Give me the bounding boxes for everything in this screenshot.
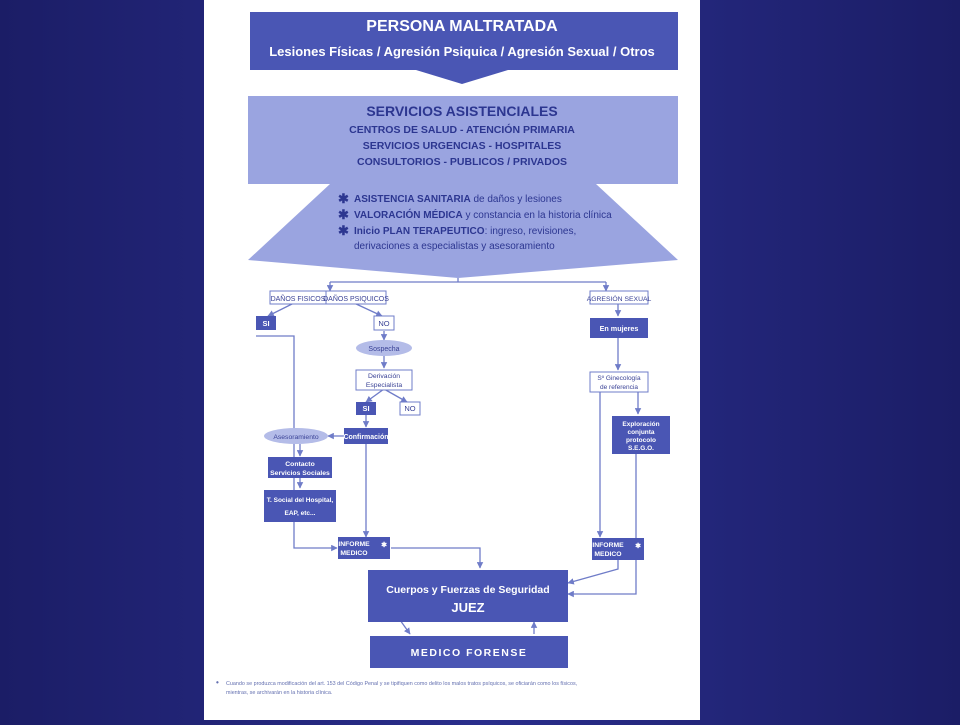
footnote: • Cuando se produzca modificación del ar… <box>216 678 578 696</box>
sospecha-ellipse <box>356 340 412 356</box>
si-label: SI <box>262 319 269 328</box>
confirmacion-label: Confirmación <box>343 434 388 441</box>
services-line-2: SERVICIOS URGENCIAS - HOSPITALES <box>363 140 562 152</box>
danos-psiquicos-label: DAÑOS PSIQUICOS <box>323 294 389 303</box>
right-branch: AGRESIÓN SEXUAL En mujeres Sº Ginecologí… <box>587 290 670 560</box>
juez-box: Cuerpos y Fuerzas de Seguridad JUEZ <box>368 570 568 622</box>
informe-right-label-2: MEDICO <box>594 551 621 558</box>
juez-line-1: Cuerpos y Fuerzas de Seguridad <box>386 584 549 596</box>
agresion-sexual-box <box>589 290 649 305</box>
si-box <box>256 316 276 330</box>
services-bullet-3: Inicio PLAN TERAPEUTICO: ingreso, revisi… <box>354 226 576 237</box>
forense-label: MEDICO FORENSE <box>411 647 528 659</box>
informe-left-label-2: MEDICO <box>340 550 367 557</box>
services-line-1: CENTROS DE SALUD - ATENCIÓN PRIMARIA <box>349 123 575 136</box>
asesoramiento-label: Asesoramiento <box>273 434 319 441</box>
top-box-subtitle: Lesiones Físicas / Agresión Psiquica / A… <box>269 44 655 59</box>
exploracion-label-4: S.E.G.O. <box>628 445 654 452</box>
contacto-label-2: Servicios Sociales <box>270 470 330 477</box>
en-mujeres-box <box>590 318 648 338</box>
no2-label: NO <box>404 404 415 413</box>
derivacion-label-2: Especialista <box>366 382 402 389</box>
top-box: PERSONA MALTRATADA Lesiones Físicas / Ag… <box>250 12 678 84</box>
agresion-sexual-label: AGRESIÓN SEXUAL <box>587 294 652 303</box>
si2-label: SI <box>362 404 369 413</box>
asterisk-icon: ✱ <box>635 542 641 550</box>
top-box-title: PERSONA MALTRATADA <box>366 18 558 35</box>
services-title: SERVICIOS ASISTENCIALES <box>366 103 557 119</box>
juez-box-bg <box>368 570 568 622</box>
informe-medico-right-box <box>592 538 644 560</box>
flowchart-diagram: PERSONA MALTRATADA Lesiones Físicas / Ag… <box>216 12 678 696</box>
no2-box <box>399 401 421 416</box>
top-box-arrow <box>416 70 508 84</box>
contacto-box <box>268 457 332 478</box>
en-mujeres-label: En mujeres <box>600 324 639 333</box>
no-label: NO <box>378 319 389 328</box>
exploracion-box <box>612 416 670 454</box>
forense-box: MEDICO FORENSE <box>370 636 568 668</box>
bullet-star-icon: ✱ <box>338 223 349 238</box>
footnote-line-2: mientras, se archivarán en la historia c… <box>226 690 332 696</box>
bullet-star-icon: ✱ <box>338 207 349 222</box>
danos-box <box>269 290 387 305</box>
exploracion-label-3: protocolo <box>626 437 656 444</box>
services-bullet-2: VALORACIÓN MÉDICA y constancia en la his… <box>354 208 612 221</box>
services-line-3: CONSULTORIOS - PUBLICOS / PRIVADOS <box>357 156 567 168</box>
social-box <box>264 490 336 522</box>
ginecologia-box <box>589 371 649 393</box>
ginecologia-label-2: de referencia <box>600 384 638 391</box>
social-label-2: EAP, etc... <box>285 510 316 517</box>
informe-left-label-1: INFORME <box>338 541 370 548</box>
forense-box-bg <box>370 636 568 668</box>
derivacion-box <box>355 369 413 391</box>
si2-box <box>356 402 376 415</box>
left-branch: DAÑOS FISICOS DAÑOS PSIQUICOS SI NO Sosp… <box>256 290 421 559</box>
services-box-bg <box>248 96 678 278</box>
asesoramiento-ellipse <box>264 428 328 444</box>
flowchart-page: PERSONA MALTRATADA Lesiones Físicas / Ag… <box>204 0 700 720</box>
services-bullet-1: ASISTENCIA SANITARIA de daños y lesiones <box>354 194 562 205</box>
exploracion-label-1: Exploración <box>622 421 659 428</box>
derivacion-label-1: Derivación <box>368 373 400 380</box>
exploracion-label-2: conjunta <box>627 429 654 436</box>
top-box-bg <box>250 12 678 70</box>
confirmacion-box <box>344 428 388 444</box>
juez-line-2: JUEZ <box>451 600 484 615</box>
informe-right-label-1: INFORME <box>592 542 624 549</box>
no-box <box>373 315 395 331</box>
footnote-line-1: Cuando se produzca modificación del art.… <box>226 681 578 687</box>
ginecologia-label-1: Sº Ginecología <box>597 375 641 382</box>
danos-fisicos-label: DAÑOS FISICOS <box>271 294 326 303</box>
services-box: SERVICIOS ASISTENCIALES CENTROS DE SALUD… <box>248 96 678 278</box>
sospecha-label: Sospecha <box>368 346 399 353</box>
contacto-label-1: Contacto <box>285 461 314 468</box>
footnote-bullet-icon: • <box>216 678 219 687</box>
social-label-1: T. Social del Hospital, <box>267 497 334 504</box>
services-bullet-3-cont: derivaciones a especialistas y asesorami… <box>354 241 555 252</box>
informe-medico-left-box <box>338 537 390 559</box>
asterisk-icon: ✱ <box>381 541 387 549</box>
bullet-star-icon: ✱ <box>338 191 349 206</box>
